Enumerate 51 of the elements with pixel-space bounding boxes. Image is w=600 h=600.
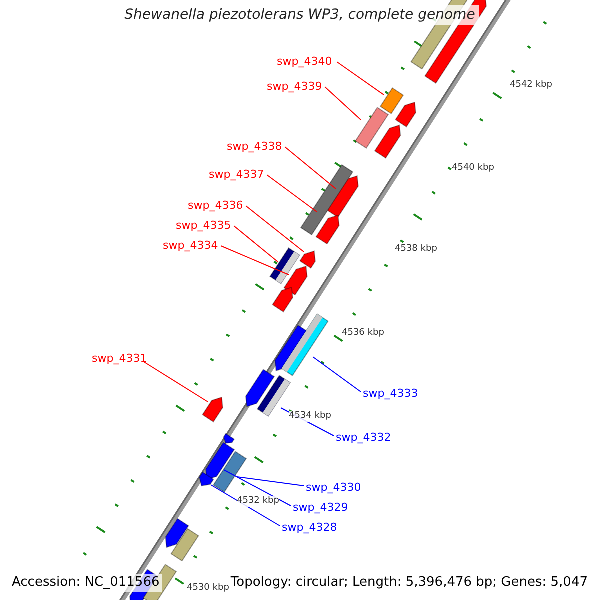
leader-line: [312, 356, 362, 392]
scale-label: 4542 kbp: [510, 80, 552, 91]
leader-line: [324, 86, 362, 120]
gene-label: swp_4329: [293, 501, 348, 515]
gene-feature: [316, 214, 340, 245]
gene-feature: [223, 433, 236, 444]
gene-feature: [256, 375, 292, 417]
scale-label: 4538 kbp: [395, 244, 438, 255]
gene-feature: [245, 369, 276, 408]
gene-feature: [284, 266, 308, 296]
gene-label: swp_4332: [336, 431, 392, 445]
gene-feature: [374, 124, 402, 159]
gene-feature: [395, 102, 416, 128]
leader-line: [234, 226, 278, 262]
leader-line: [220, 246, 290, 276]
scale-label: 4536 kbp: [342, 328, 384, 339]
leader-line: [336, 62, 384, 96]
gene-label: swp_4336: [188, 199, 244, 213]
leader-line: [266, 174, 318, 212]
leader-line: [144, 362, 208, 402]
scale-label: 4532 kbp: [237, 496, 280, 507]
gene-feature: [212, 451, 248, 493]
leader-line: [236, 476, 304, 486]
gene-label: swp_4330: [306, 481, 362, 495]
gene-label: swp_4338: [227, 140, 282, 154]
scale-label: 4530 kbp: [187, 583, 230, 594]
gene-label: swp_4337: [209, 168, 264, 182]
gene-feature: [281, 314, 329, 376]
leader-line: [284, 146, 336, 190]
gene-feature: [300, 164, 354, 236]
gene-label: swp_4339: [267, 80, 322, 94]
gene-feature: [272, 286, 294, 313]
leader-line: [224, 470, 292, 506]
leader-line: [246, 206, 304, 252]
gene-feature: [205, 442, 236, 480]
accession-text: Accession: NC_011566: [10, 574, 162, 592]
gene-label: swp_4331: [92, 352, 148, 366]
topology-text: Topology: circular; Length: 5,396,476 bp; Genes: 5,047: [228, 574, 590, 592]
gene-feature: [170, 528, 200, 562]
gene-feature: [380, 88, 404, 114]
scale-label: 4534 kbp: [289, 411, 332, 422]
gene-label: swp_4328: [282, 521, 338, 535]
gene-label: swp_4334: [163, 239, 218, 253]
gene-feature: [354, 107, 390, 149]
gene-feature: [165, 518, 190, 548]
gene-feature: [202, 396, 224, 423]
gene-label: swp_4340: [277, 55, 332, 69]
gene-feature: [199, 472, 214, 487]
gene-label: swp_4333: [363, 387, 418, 401]
gene-label: swp_4335: [176, 219, 232, 233]
scale-label: 4540 kbp: [452, 163, 494, 174]
